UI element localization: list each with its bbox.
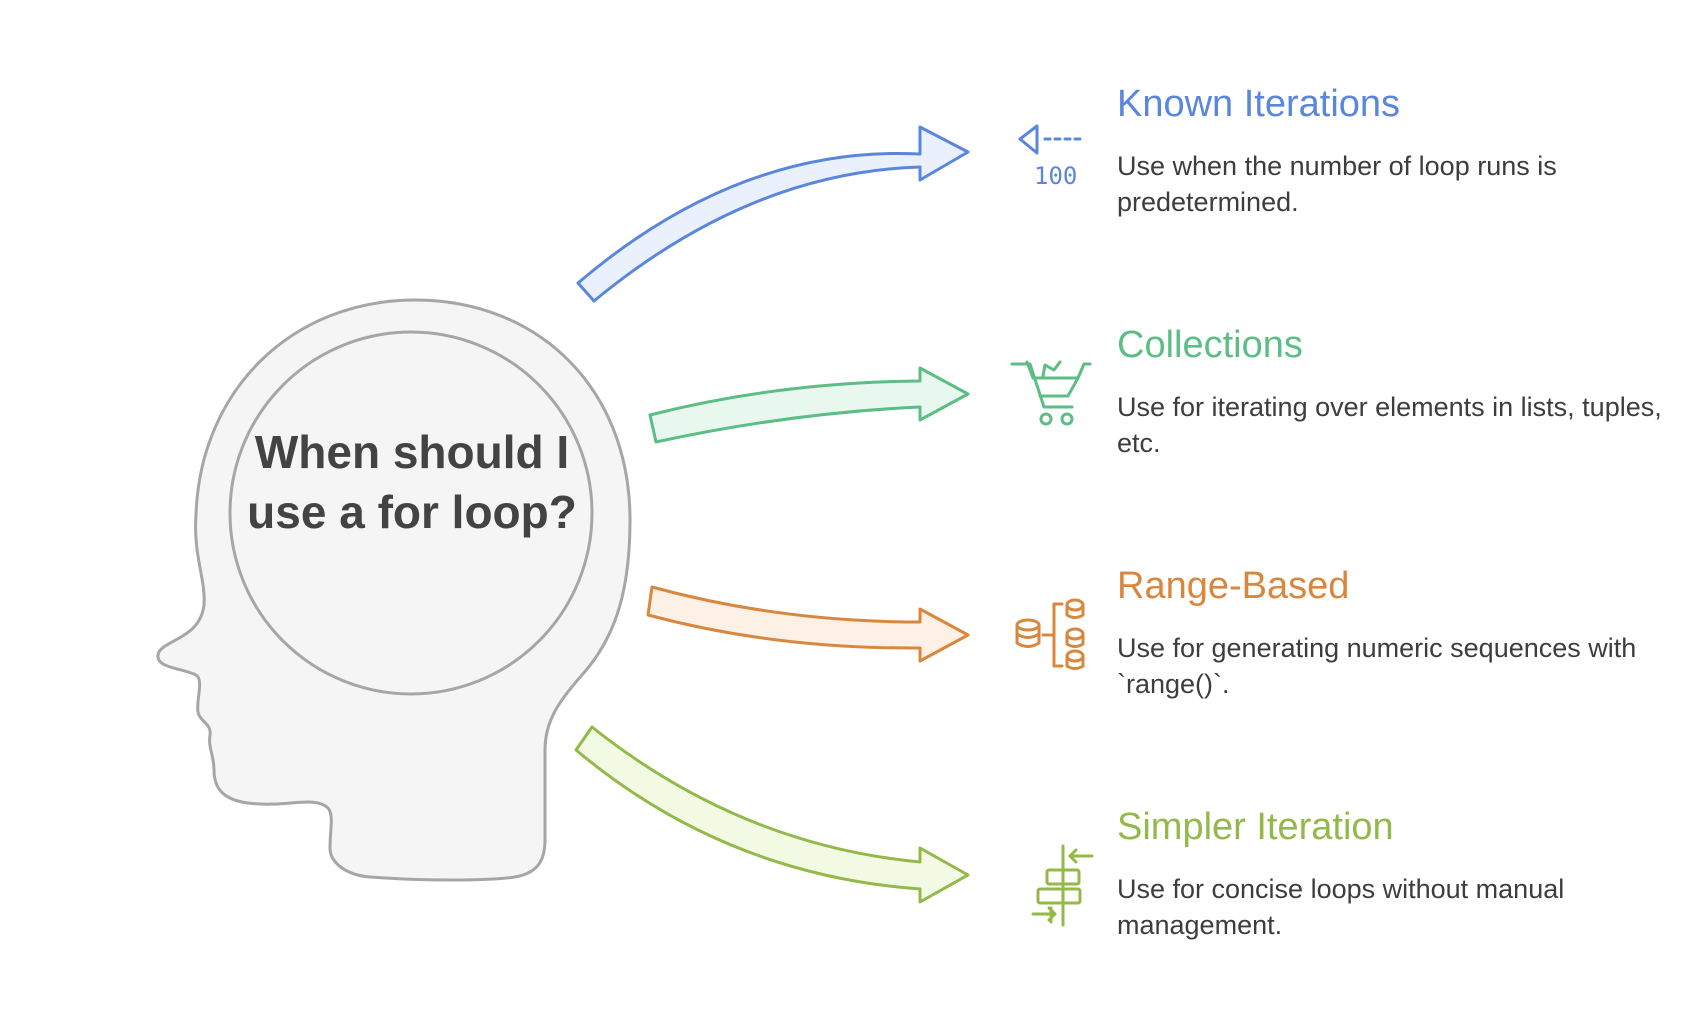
branch-title: Collections	[1117, 324, 1303, 366]
database-sequence-icon	[1015, 598, 1085, 670]
arrow-to-known-iterations	[576, 125, 970, 303]
arrow-to-range-based	[646, 585, 970, 663]
branch-description: Use for iterating over elements in lists…	[1117, 392, 1662, 458]
branch-simpler-iteration: Simpler Iteration Use for concise loops …	[1117, 805, 1677, 943]
counter-100-icon: 100	[1018, 124, 1087, 190]
align-arrows-icon	[1031, 844, 1094, 927]
branch-range-based: Range-Based Use for generating numeric s…	[1117, 564, 1677, 702]
branch-description: Use for generating numeric sequences wit…	[1117, 633, 1637, 699]
arrow-to-collections	[648, 366, 970, 444]
arrow-to-simpler-iteration	[574, 725, 970, 904]
branch-description: Use when the number of loop runs is pred…	[1117, 151, 1557, 217]
branch-known-iterations: Known Iterations Use when the number of …	[1117, 82, 1677, 220]
branch-title: Range-Based	[1117, 565, 1350, 607]
branch-description: Use for concise loops without manual man…	[1117, 874, 1565, 940]
central-question: When should I use a for loop?	[247, 426, 577, 538]
shopping-cart-icon	[1010, 360, 1092, 426]
branch-title: Simpler Iteration	[1117, 806, 1394, 848]
branch-collections: Collections Use for iterating over eleme…	[1117, 323, 1677, 461]
thought-circle	[228, 330, 594, 696]
branch-title: Known Iterations	[1117, 83, 1401, 125]
counter-100-label: 100	[1034, 162, 1077, 190]
